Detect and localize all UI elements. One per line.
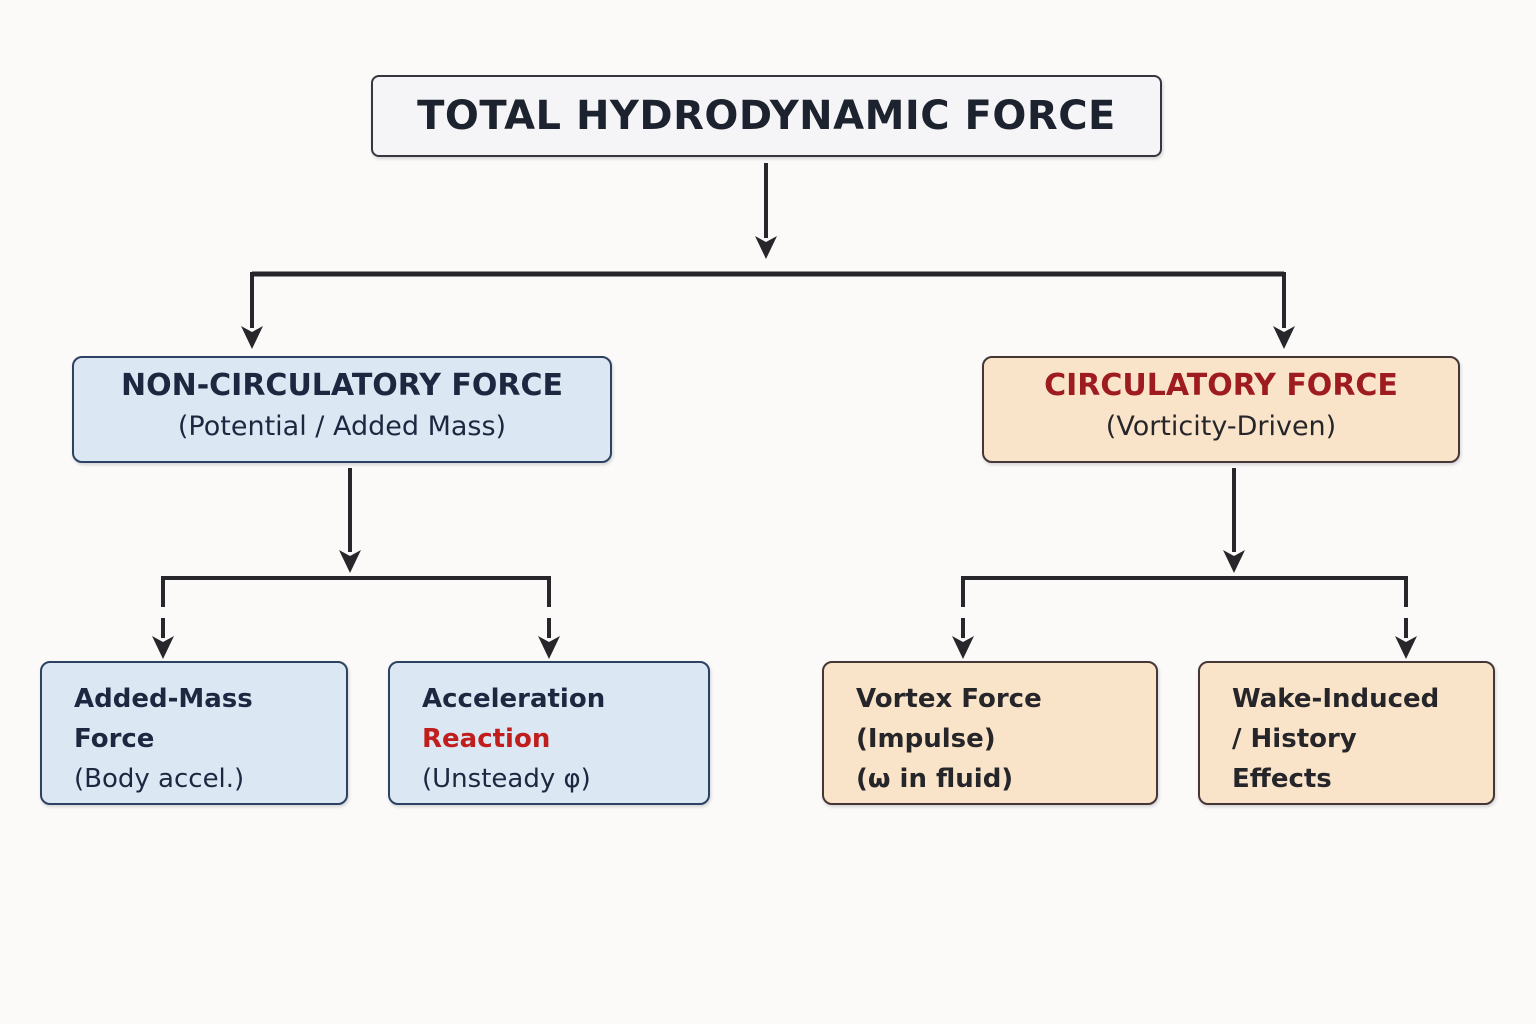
node-circulatory-force: CIRCULATORY FORCE (Vorticity-Driven) [982, 356, 1460, 463]
vortex-line1: Vortex Force [856, 684, 1042, 714]
non-circulatory-heading: NON-CIRCULATORY FORCE [120, 368, 564, 403]
acceleration-line2: Reaction [422, 724, 551, 754]
node-added-mass-force: Added-Mass Force (Body accel.) [40, 661, 348, 805]
node-total-hydrodynamic-force: TOTAL HYDRODYNAMIC FORCE [371, 75, 1162, 157]
node-vortex-force: Vortex Force (Impulse) (ω in fluid) [822, 661, 1158, 805]
root-node-label: TOTAL HYDRODYNAMIC FORCE [417, 93, 1116, 139]
acceleration-line3: (Unsteady φ) [422, 764, 591, 794]
added-mass-line3: (Body accel.) [74, 764, 245, 794]
circulatory-subheading: (Vorticity-Driven) [1105, 411, 1337, 442]
acceleration-line1: Acceleration [422, 684, 606, 714]
wake-line2: / History [1232, 724, 1357, 754]
added-mass-line1: Added-Mass [74, 684, 253, 714]
circulatory-heading: CIRCULATORY FORCE [1044, 368, 1398, 403]
non-circulatory-subheading: (Potential / Added Mass) [177, 411, 507, 442]
node-wake-induced-effects: Wake-Induced / History Effects [1198, 661, 1495, 805]
vortex-line2: (Impulse) [856, 724, 996, 754]
wake-line1: Wake-Induced [1232, 684, 1440, 714]
wake-line3: Effects [1232, 764, 1332, 794]
node-non-circulatory-force: NON-CIRCULATORY FORCE (Potential / Added… [72, 356, 612, 463]
node-acceleration-reaction: Acceleration Reaction (Unsteady φ) [388, 661, 710, 805]
added-mass-line2: Force [74, 724, 155, 754]
vortex-line3: (ω in fluid) [856, 764, 1014, 794]
